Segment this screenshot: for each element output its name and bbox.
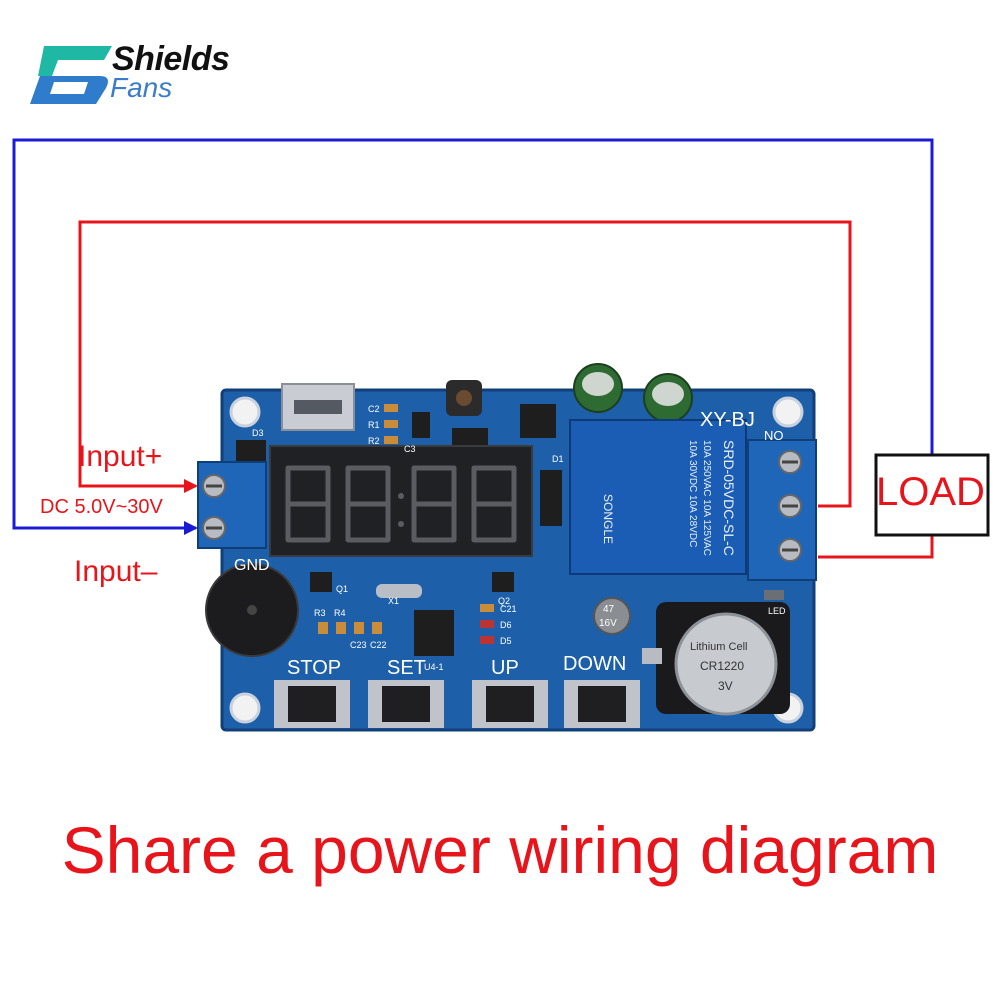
- mount-hole-icon: [229, 396, 261, 428]
- coin-cell-icon: [674, 612, 778, 716]
- silkscreen-label: R1: [368, 420, 380, 430]
- silkscreen-label: LED: [768, 606, 786, 616]
- input-minus-label: Input–: [74, 555, 158, 588]
- button-label-stop: STOP: [287, 657, 341, 679]
- relay-markings: SRD-05VDC-SL-C 10A 250VAC 10A 125VAC 10A…: [601, 440, 737, 556]
- wire-negative: [12, 138, 934, 530]
- voltage-range-label: DC 5.0V~30V: [40, 496, 163, 518]
- silkscreen-label: Q2: [498, 596, 510, 606]
- brand-name: Shields: [112, 40, 230, 78]
- silkscreen-label: U4-1: [424, 662, 444, 672]
- silkscreen-label: Q1: [336, 584, 348, 594]
- silkscreen-label: D6: [500, 620, 512, 630]
- silkscreen-label: R4: [334, 608, 346, 618]
- silkscreen-label: D1: [552, 454, 564, 464]
- small-capacitor-icon: [593, 597, 631, 635]
- relay-icon: [569, 419, 747, 575]
- input-plus-label: Input+: [78, 440, 163, 473]
- load-label: LOAD: [876, 470, 985, 514]
- cap-text: 16V: [599, 618, 617, 629]
- silkscreen-label: C22: [370, 640, 387, 650]
- caption: Share a power wiring diagram: [61, 813, 939, 887]
- ic-chip-icon: [414, 610, 454, 656]
- cap-text: 47: [603, 604, 615, 615]
- silkscreen-label: C3: [404, 444, 416, 454]
- arrow-negative-icon: [184, 521, 198, 535]
- silkscreen-label: D5: [500, 636, 512, 646]
- silkscreen-label: R2: [368, 436, 380, 446]
- ic-chip-icon: [520, 404, 556, 438]
- button-label-down: DOWN: [563, 653, 626, 675]
- mount-hole-icon: [229, 692, 261, 724]
- relay-line: 10A 30VDC 10A 28VDC: [687, 440, 698, 547]
- tactile-buttons: [274, 680, 640, 728]
- display-digits: [285, 465, 517, 543]
- mount-hole-icon: [772, 396, 804, 428]
- silkscreen-label: R3: [314, 608, 326, 618]
- arrow-positive-icon: [184, 479, 198, 493]
- silkscreen-label: D3: [252, 428, 264, 438]
- wire-positive-input: [78, 220, 852, 508]
- battery-line: Lithium Cell: [690, 641, 747, 653]
- relay-line: SONGLE: [601, 494, 615, 544]
- button-label-up: UP: [491, 657, 519, 679]
- relay-line: 10A 250VAC 10A 125VAC: [701, 440, 712, 556]
- ic-chip-icon: [452, 428, 488, 448]
- gnd-label: GND: [234, 557, 270, 574]
- brand-sub: Fans: [110, 72, 173, 103]
- relay-line: SRD-05VDC-SL-C: [721, 440, 737, 556]
- button-label-set: SET: [387, 657, 426, 679]
- wire-load-return: [818, 535, 934, 559]
- relay-board: [197, 363, 817, 732]
- silkscreen-label: C23: [350, 640, 367, 650]
- load-box: [874, 453, 990, 537]
- board-model: XY-BJ: [700, 409, 755, 431]
- silkscreen-label: C2: [368, 404, 380, 414]
- silkscreen-label: NO: [764, 428, 784, 443]
- silkscreen-label: C21: [500, 604, 517, 614]
- battery-line: 3V: [718, 679, 733, 693]
- silkscreen-label: X1: [388, 596, 399, 606]
- battery-line: CR1220: [700, 659, 744, 673]
